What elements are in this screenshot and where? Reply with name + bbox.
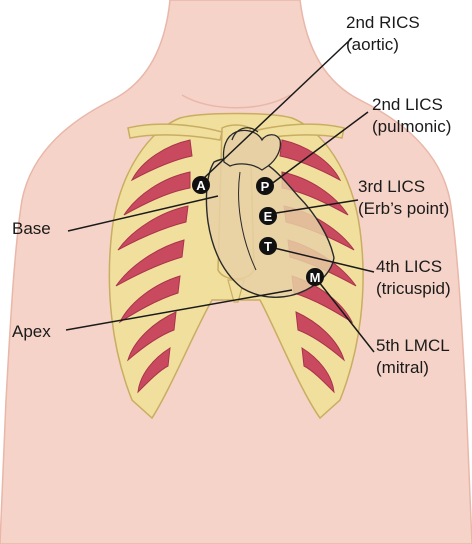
marker-aortic: A [192,176,210,194]
label-tricuspid-line1: 4th LICS [376,257,442,276]
marker-pulmonic-letter: P [261,179,270,194]
marker-mitral: M [306,268,324,286]
label-pulmonic-line2: (pulmonic) [372,117,451,136]
marker-erbs: E [259,207,277,225]
marker-tricuspid: T [259,237,277,255]
label-tricuspid-line2: (tricuspid) [376,279,451,298]
label-erbs-line2: (Erb’s point) [358,199,449,218]
label-aortic-line1: 2nd RICS [346,13,420,32]
label-apex: Apex [12,322,51,341]
marker-pulmonic: P [256,177,274,195]
marker-erbs-letter: E [264,209,273,224]
marker-tricuspid-letter: T [264,239,272,254]
label-pulmonic-line1: 2nd LICS [372,95,443,114]
label-mitral-line2: (mitral) [376,358,429,377]
marker-mitral-letter: M [310,270,321,285]
label-erbs-line1: 3rd LICS [358,177,425,196]
label-base: Base [12,219,51,238]
label-aortic-line2: (aortic) [346,35,399,54]
marker-aortic-letter: A [196,178,206,193]
label-mitral-line1: 5th LMCL [376,336,450,355]
